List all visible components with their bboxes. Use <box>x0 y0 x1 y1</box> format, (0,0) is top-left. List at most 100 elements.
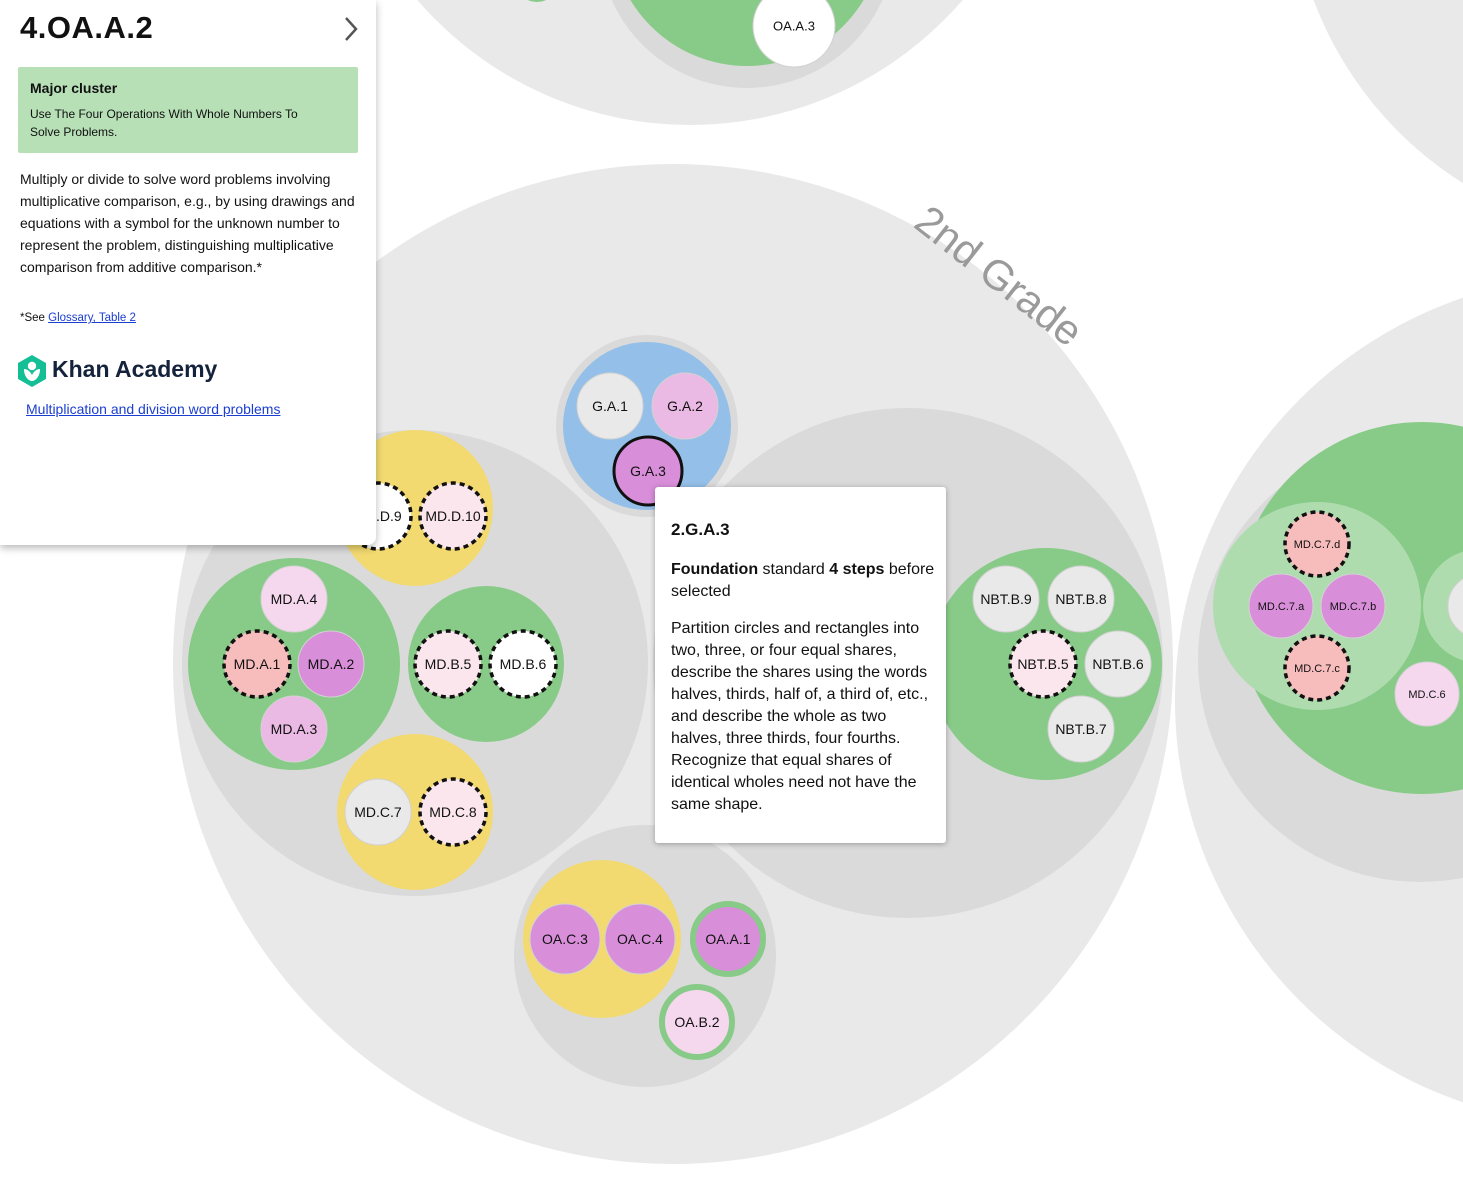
standard-node-md-c-7-d[interactable]: MD.C.7.d <box>1283 510 1351 578</box>
standard-node-circle[interactable] <box>1248 573 1314 639</box>
cluster-box: Major cluster Use The Four Operations Wi… <box>18 67 358 153</box>
standard-node-circle[interactable] <box>604 903 676 975</box>
standard-tooltip: 2.G.A.3 Foundation standard 4 steps befo… <box>655 487 946 843</box>
standard-node-md-c-partial[interactable]: MD.C <box>1447 574 1463 638</box>
standard-node-md-c-7-b[interactable]: MD.C.7.b <box>1320 573 1386 639</box>
standard-node-circle[interactable] <box>1047 565 1115 633</box>
standard-node-circle[interactable] <box>488 629 558 699</box>
standard-node-circle[interactable] <box>260 565 328 633</box>
standard-node-oa-b-2[interactable]: OA.B.2 <box>659 984 735 1060</box>
standard-node-circle[interactable] <box>418 481 488 551</box>
standard-node-circle[interactable] <box>1008 629 1078 699</box>
standard-node-circle[interactable] <box>1283 634 1351 702</box>
standard-description: Multiply or divide to solve word problem… <box>20 171 355 275</box>
cluster-bubble-md-a[interactable] <box>188 558 400 770</box>
cluster-bubble-md-c[interactable] <box>337 734 493 890</box>
standard-node-circle[interactable] <box>413 629 483 699</box>
standard-node-nbt-b-8[interactable]: NBT.B.8 <box>1047 565 1115 633</box>
standard-node-circle[interactable] <box>1084 630 1152 698</box>
standard-node-g-a-1[interactable]: G.A.1 <box>576 372 644 440</box>
standard-node-label: MD.C.7.c <box>1294 663 1340 675</box>
standard-node-md-c-8[interactable]: MD.C.8 <box>418 777 488 847</box>
chevron-right-icon[interactable] <box>340 14 362 44</box>
cluster-text: Use The Four Operations With Whole Numbe… <box>30 107 298 139</box>
standard-node-md-d-10[interactable]: MD.D.10 <box>418 481 488 551</box>
tooltip-type: Foundation standard 4 steps before selec… <box>671 559 936 603</box>
tooltip-type-mid: standard <box>758 561 830 578</box>
tooltip-description: Partition circles and rectangles into tw… <box>671 620 929 813</box>
glossary-link[interactable]: Glossary, Table 2 <box>48 312 136 324</box>
standard-node-circle[interactable] <box>297 630 365 698</box>
standard-node-label: MD.C.7.b <box>1330 601 1376 613</box>
cluster-bubble-md-b[interactable] <box>408 586 564 742</box>
cluster-bubble-oa-c[interactable] <box>523 860 681 1018</box>
standard-node-label: OA.A.1 <box>705 931 750 947</box>
standard-node-label: OA.C.4 <box>617 931 663 947</box>
standard-node-md-b-5[interactable]: MD.B.5 <box>413 629 483 699</box>
standard-node-label: G.A.1 <box>592 398 628 414</box>
standard-node-g-a-2[interactable]: G.A.2 <box>651 372 719 440</box>
panel-title: 4.OA.A.2 <box>20 10 154 45</box>
standard-node-nbt-b-5[interactable]: NBT.B.5 <box>1008 629 1078 699</box>
standard-node-oa-c-3[interactable]: OA.C.3 <box>529 903 601 975</box>
standard-node-circle[interactable] <box>418 777 488 847</box>
standard-node-circle[interactable] <box>1047 695 1115 763</box>
standard-node-circle[interactable] <box>222 629 292 699</box>
standard-node-label: MD.A.1 <box>234 656 281 672</box>
standard-node-label: MD.C.7.d <box>1294 539 1340 551</box>
standard-node-md-c-7-c[interactable]: MD.C.7.c <box>1283 634 1351 702</box>
standard-node-circle[interactable] <box>972 565 1040 633</box>
khan-academy-name: Khan Academy <box>52 356 218 382</box>
standard-node-circle[interactable] <box>659 984 735 1060</box>
standard-node-md-c-6[interactable]: MD.C.6 <box>1394 661 1460 727</box>
standard-node-label: NBT.B.7 <box>1055 721 1107 737</box>
standard-node-label: MD.C.8 <box>429 804 477 820</box>
cluster-bubble-top-small[interactable] <box>515 0 559 2</box>
tooltip-type-end: before selected <box>671 561 935 600</box>
standard-node-md-a-3[interactable]: MD.A.3 <box>260 695 328 763</box>
standard-node-label: G.A.2 <box>667 398 703 414</box>
standard-node-oa-a-1[interactable]: OA.A.1 <box>690 901 766 977</box>
standard-node-circle[interactable] <box>529 903 601 975</box>
standard-node-circle[interactable] <box>344 778 412 846</box>
standard-node-label: OA.C.3 <box>542 931 588 947</box>
standard-node-circle[interactable] <box>260 695 328 763</box>
standard-node-label: OA.A.3 <box>773 19 815 34</box>
standard-node-label: MD.A.3 <box>271 721 318 737</box>
standard-node-circle[interactable] <box>1394 661 1460 727</box>
standard-node-oa-c-4[interactable]: OA.C.4 <box>604 903 676 975</box>
standard-node-nbt-b-6[interactable]: NBT.B.6 <box>1084 630 1152 698</box>
standard-node-label: MD.C.6 <box>1408 689 1445 701</box>
standard-node-nbt-b-7[interactable]: NBT.B.7 <box>1047 695 1115 763</box>
standard-detail-panel: 4.OA.A.2 Major cluster Use The Four Oper… <box>0 0 376 545</box>
standard-node-md-b-6[interactable]: MD.B.6 <box>488 629 558 699</box>
standard-node-label: MD.B.5 <box>425 656 472 672</box>
standard-node-label: NBT.B.9 <box>980 591 1032 607</box>
cluster-bubble-md-c-7[interactable] <box>1213 502 1421 710</box>
standard-node-md-a-1[interactable]: MD.A.1 <box>222 629 292 699</box>
standard-node-md-a-2[interactable]: MD.A.2 <box>297 630 365 698</box>
standard-node-md-c-7[interactable]: MD.C.7 <box>344 778 412 846</box>
standard-node-circle[interactable] <box>690 901 766 977</box>
standard-node-circle[interactable] <box>752 0 836 68</box>
standard-node-nbt-b-9[interactable]: NBT.B.9 <box>972 565 1040 633</box>
standard-node-md-c-7-a[interactable]: MD.C.7.a <box>1248 573 1314 639</box>
standard-node-circle[interactable] <box>1320 573 1386 639</box>
cluster-heading: Major cluster <box>30 80 118 96</box>
standard-node-circle[interactable] <box>1447 574 1463 638</box>
khan-academy-resource-link[interactable]: Multiplication and division word problem… <box>26 401 281 417</box>
tooltip-standard-id: 2.G.A.3 <box>671 520 730 539</box>
khan-academy-logo-icon <box>18 355 46 387</box>
standard-node-circle[interactable] <box>1283 510 1351 578</box>
standard-node-label: MD.A.4 <box>271 591 318 607</box>
standard-node-circle[interactable] <box>576 372 644 440</box>
standard-node-oa-a-3-top[interactable]: OA.A.3 <box>752 0 836 68</box>
grade-bubble-upper-right[interactable] <box>1290 0 1463 240</box>
standard-node-label: NBT.B.8 <box>1055 591 1107 607</box>
standard-node-md-a-4[interactable]: MD.A.4 <box>260 565 328 633</box>
standard-node-circle[interactable] <box>651 372 719 440</box>
standard-node-label: MD.A.2 <box>308 656 355 672</box>
standard-node-label: NBT.B.5 <box>1017 656 1069 672</box>
cluster-bubble-right-small[interactable] <box>1423 549 1463 663</box>
